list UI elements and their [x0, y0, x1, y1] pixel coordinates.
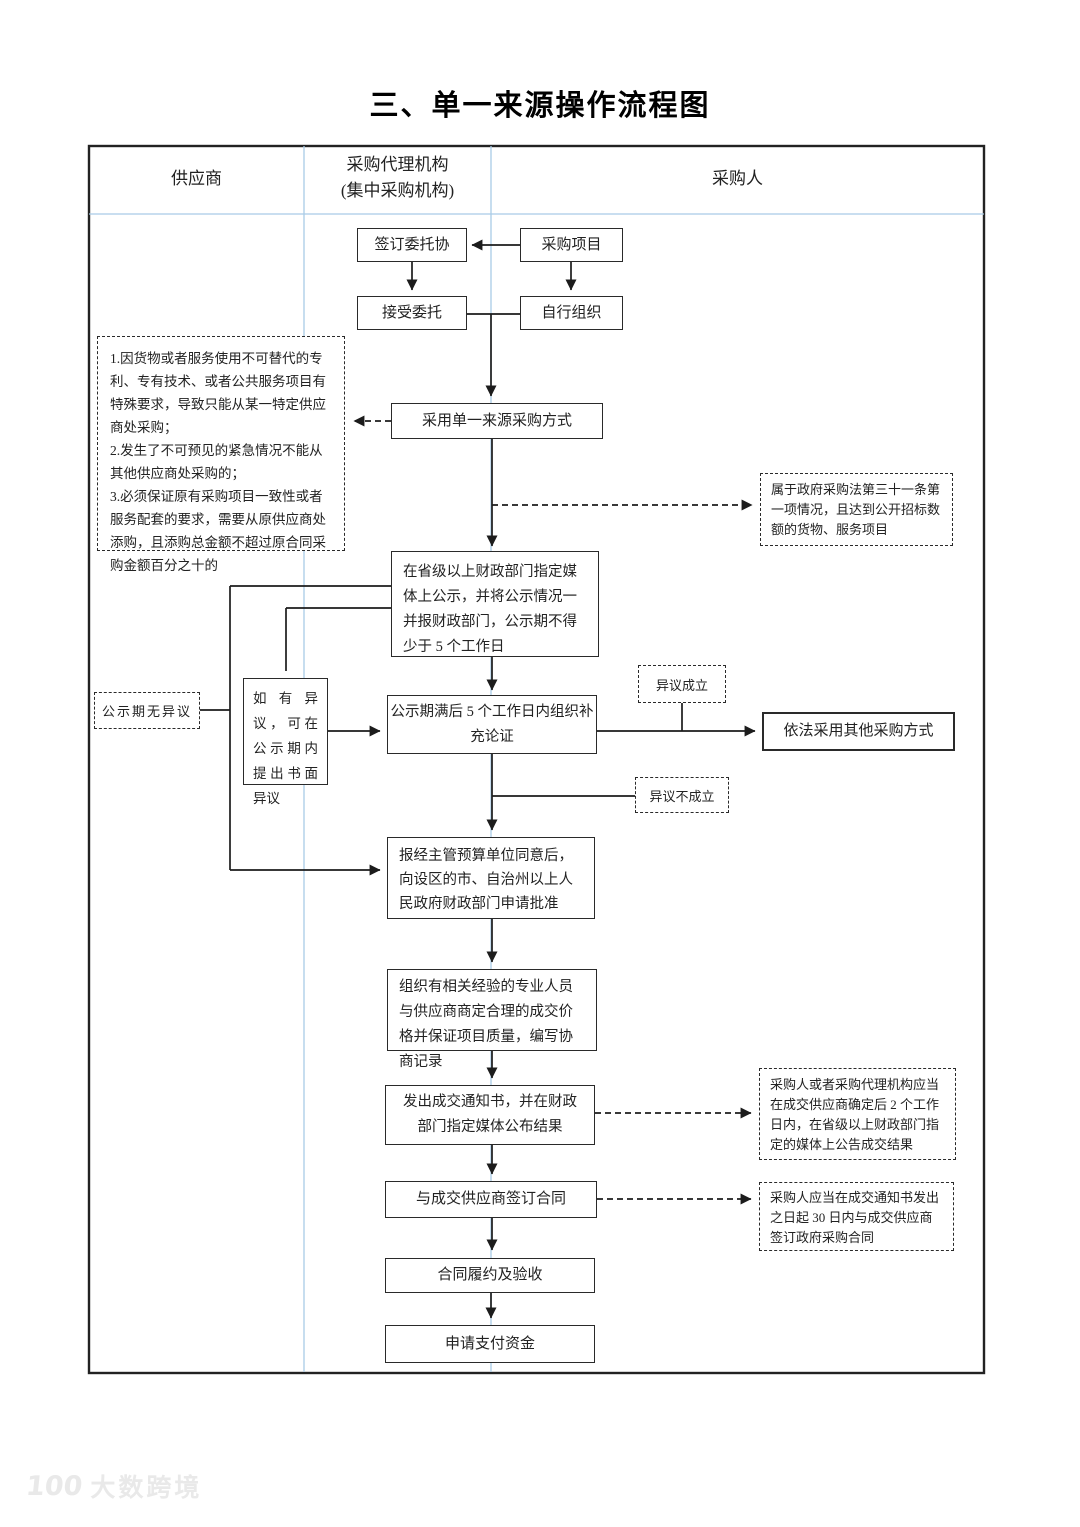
note-single-source-reasons: 1.因货物或者服务使用不可替代的专利、专有技术、或者公共服务项目有特殊要求，导致…: [97, 336, 345, 573]
node-self-organize: 自行组织: [520, 296, 623, 330]
watermark-logo-icon: 100: [24, 1470, 85, 1502]
reason-item-1: 1.因货物或者服务使用不可替代的专利、专有技术、或者公共服务项目有特殊要求，导致…: [110, 351, 326, 435]
watermark-text: 大数跨境: [90, 1473, 203, 1502]
label-objection-invalid: 异议不成立: [635, 777, 729, 813]
node-sign-contract: 与成交供应商签订合同: [385, 1181, 597, 1218]
node-contract-acceptance: 合同履约及验收: [385, 1258, 595, 1293]
page-title: 三、单一来源操作流程图: [369, 90, 711, 122]
node-other-procurement-method: 依法采用其他采购方式: [762, 712, 955, 751]
lane-header-agency-line1: 采购代理机构: [346, 155, 449, 174]
node-accept-entrustment: 接受委托: [357, 296, 467, 330]
note-sign-within-30-days: 采购人应当在成交通知书发出之日起 30 日内与成交供应商签订政府采购合同: [759, 1182, 954, 1251]
node-supplementary-demonstration: 公示期满后 5 个工作日内组织补充论证: [387, 695, 597, 754]
node-apply-payment: 申请支付资金: [385, 1325, 595, 1363]
lane-header-agency: 采购代理机构 (集中采购机构): [304, 152, 491, 204]
node-objection-submit: 如有异议，可在公示期内提出书面异议: [243, 678, 328, 806]
reason-item-3: 3.必须保证原有采购项目一致性或者服务配套的要求，需要从原供应商处添购，且添购总…: [110, 489, 326, 573]
lane-header-supplier: 供应商: [171, 169, 222, 188]
label-no-objection: 公示期无异议: [94, 692, 200, 729]
label-objection-valid: 异议成立: [638, 665, 726, 703]
lane-header-purchaser: 采购人: [712, 169, 763, 188]
reason-item-2: 2.发生了不可预见的紧急情况不能从其他供应商处采购的；: [110, 443, 323, 481]
node-sign-agreement: 签订委托协: [357, 228, 467, 262]
node-single-source-method: 采用单一来源采购方式: [391, 403, 603, 439]
node-procurement-project: 采购项目: [520, 228, 623, 262]
lane-header-agency-line2: (集中采购机构): [340, 181, 455, 200]
note-announce-within-2-days: 采购人或者采购代理机构应当在成交供应商确定后 2 个工作日内，在省级以上财政部门…: [759, 1068, 956, 1160]
node-apply-approval: 报经主管预算单位同意后，向设区的市、自治州以上人民政府财政部门申请批准: [387, 837, 595, 919]
node-negotiate-price: 组织有相关经验的专业人员与供应商商定合理的成交价格并保证项目质量，编写协商记录: [387, 969, 597, 1070]
note-law-article31: 属于政府采购法第三十一条第一项情况，且达到公开招标数额的货物、服务项目: [760, 473, 953, 546]
node-issue-award-notice: 发出成交通知书，并在财政部门指定媒体公布结果: [385, 1085, 595, 1145]
node-publicity: 在省级以上财政部门指定媒体上公示，并将公示情况一并报财政部门，公示期不得少于 5…: [391, 551, 599, 657]
watermark: 100 大数跨境: [24, 1468, 203, 1504]
